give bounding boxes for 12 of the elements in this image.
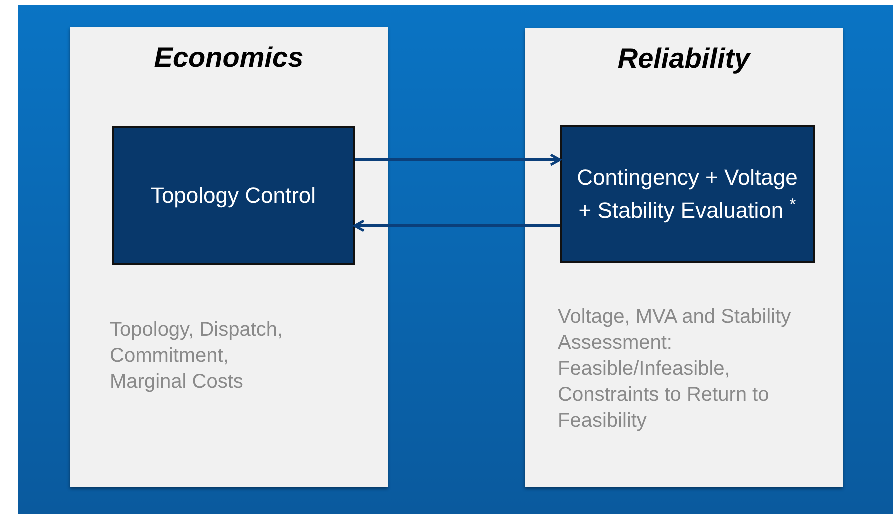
arrow — [354, 220, 560, 232]
arrow — [355, 154, 562, 166]
description-text: Voltage, MVA and Stability Assessment: Feasible/Infeasible, Constraints to Return to Feasibility — [558, 305, 792, 434]
process-box — [112, 126, 355, 265]
panel-heading: Reliability — [616, 42, 752, 76]
panel — [70, 27, 388, 487]
panel — [525, 28, 843, 487]
description-text: Topology, Dispatch, Commitment, Marginal Costs — [110, 318, 284, 395]
process-box — [560, 125, 815, 263]
box-label: Contingency + Voltage + Stability Evaluation $^{*}$ — [576, 164, 799, 225]
box-label: Topology Control — [150, 182, 316, 210]
panel-heading: Economics — [153, 41, 305, 75]
